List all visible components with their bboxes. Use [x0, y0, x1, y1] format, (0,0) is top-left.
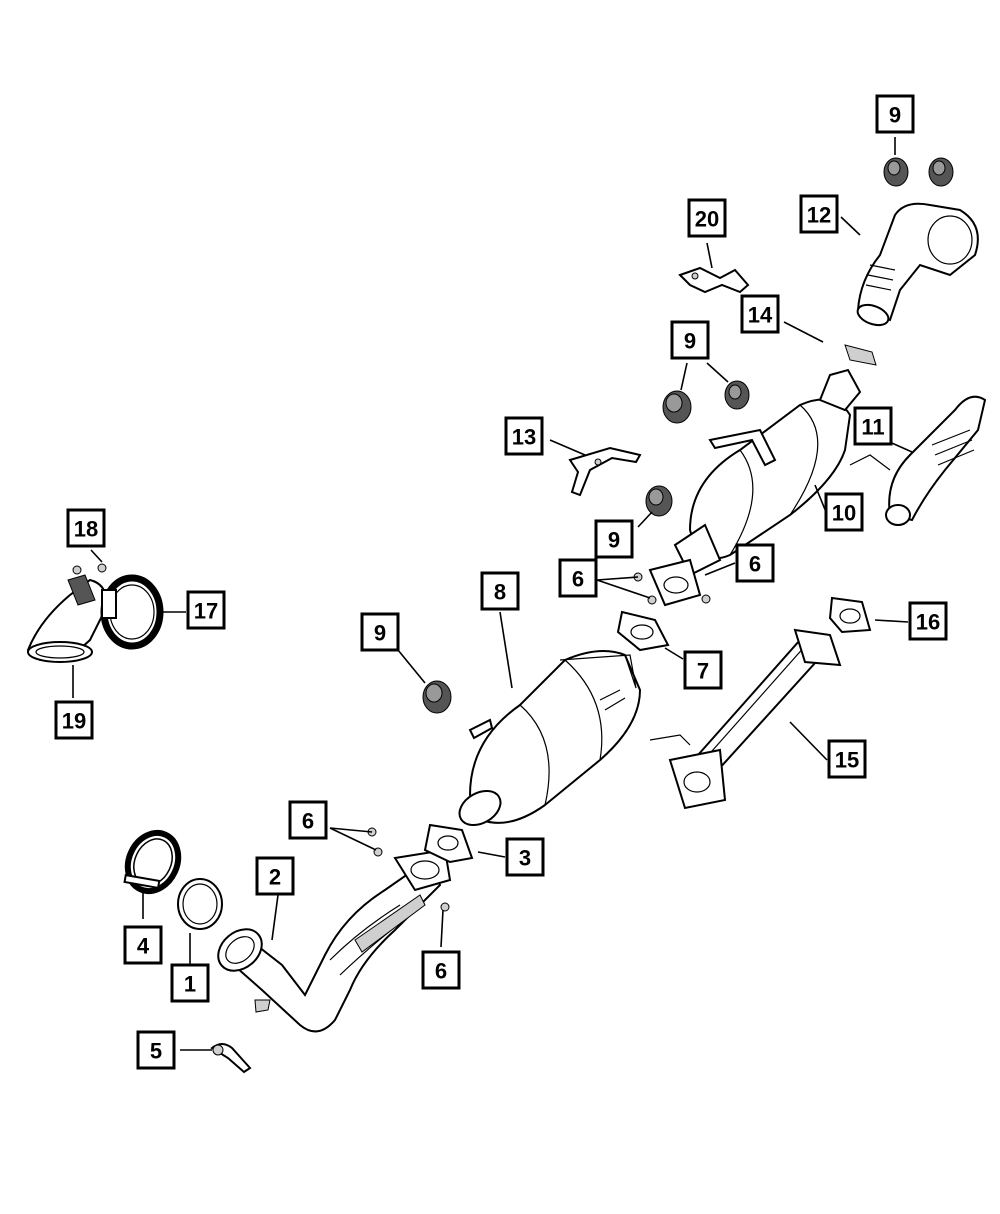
callout-label: 6: [572, 567, 584, 592]
part-4-clamp: [123, 829, 182, 895]
callout-label: 8: [494, 580, 506, 605]
callout-label: 9: [608, 528, 620, 553]
callout-label: 6: [749, 552, 761, 577]
callout-label: 6: [435, 959, 447, 984]
callout-label: 13: [512, 425, 536, 450]
callout-1: 1: [170, 963, 210, 1003]
callout-2: 2: [255, 856, 295, 896]
callout-11: 11: [853, 406, 893, 446]
part-8-catalytic-converter: [458, 650, 642, 827]
part-12-tailpipe: [856, 202, 979, 327]
callout-label: 16: [916, 610, 940, 635]
callout-label: 4: [137, 934, 150, 959]
part-9-isolators-upper: [662, 380, 750, 424]
callout-5: 5: [136, 1030, 176, 1070]
callout-6-middle: 6: [558, 558, 598, 598]
part-2-downpipe: [217, 848, 452, 1033]
callout-label: 3: [519, 846, 531, 871]
callout-label: 12: [807, 203, 831, 228]
part-18-fittings: [67, 563, 107, 606]
callout-13: 13: [504, 416, 544, 456]
part-19-adapter: [26, 578, 107, 663]
part-9-isolator-lower: [422, 680, 452, 714]
callout-10: 10: [824, 492, 864, 532]
callout-label: 19: [62, 709, 86, 734]
callout-9-upper: 9: [670, 320, 710, 360]
callout-3: 3: [505, 837, 545, 877]
part-13-bracket: [568, 446, 642, 497]
callout-label: 1: [184, 972, 196, 997]
callout-6-lower: 6: [421, 950, 461, 990]
part-9-isolators-top: [883, 157, 954, 187]
callout-label: 17: [194, 599, 218, 624]
callout-20: 20: [687, 198, 727, 238]
callout-15: 15: [827, 739, 867, 779]
callout-label: 18: [74, 517, 98, 542]
part-14-clamp: [844, 344, 877, 366]
callout-label: 9: [889, 103, 901, 128]
callout-18: 18: [66, 508, 106, 548]
callout-label: 15: [835, 748, 859, 773]
callout-6-lower-left: 6: [288, 800, 328, 840]
callout-label: 10: [832, 501, 856, 526]
callout-7: 7: [683, 650, 723, 690]
callout-label: 5: [150, 1039, 162, 1064]
callout-label: 9: [684, 329, 696, 354]
part-1-gasket-ring: [177, 878, 223, 930]
part-3-flange-gasket: [423, 823, 474, 864]
callout-4: 4: [123, 925, 163, 965]
callout-label: 6: [302, 809, 314, 834]
callout-label: 7: [697, 659, 709, 684]
part-15-intermediate-pipe: [649, 628, 842, 810]
callout-16: 16: [908, 601, 948, 641]
part-5-hanger: [210, 1043, 252, 1074]
callout-6-right: 6: [735, 543, 775, 583]
callout-17: 17: [186, 590, 226, 630]
callout-8: 8: [480, 571, 520, 611]
callout-9-middle: 9: [594, 519, 634, 559]
part-20-bracket: [678, 266, 750, 294]
part-9-isolator-middle: [645, 485, 673, 517]
callout-label: 14: [748, 303, 773, 328]
callout-label: 20: [695, 207, 719, 232]
part-11-tailpipe-alt: [849, 395, 987, 526]
callout-14: 14: [740, 294, 780, 334]
callout-label: 11: [861, 415, 884, 440]
callout-9-top: 9: [875, 94, 915, 134]
part-17-clamp: [100, 574, 164, 650]
part-16-gasket: [828, 596, 872, 634]
leader-lines: [72, 137, 913, 1051]
part-7-gasket: [616, 610, 670, 652]
callout-12: 12: [799, 194, 839, 234]
callout-label: 2: [269, 865, 281, 890]
callout-9-lower: 9: [360, 612, 400, 652]
callout-19: 19: [54, 700, 94, 740]
part-10-muffler: [648, 368, 862, 607]
callout-label: 9: [374, 621, 386, 646]
